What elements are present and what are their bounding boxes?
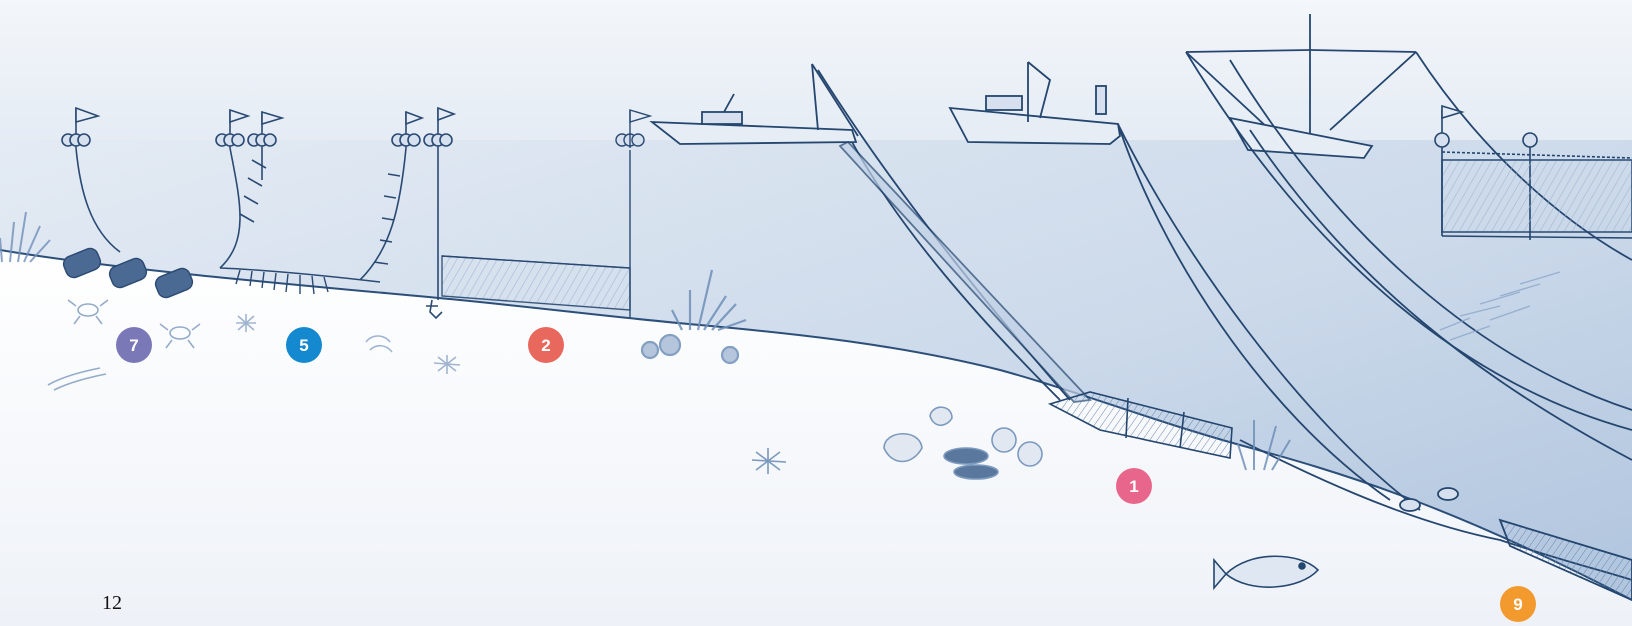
- marker-7: 7: [116, 327, 152, 363]
- marker-9: 9: [1500, 586, 1536, 622]
- marker-2-label: 2: [541, 337, 550, 354]
- page-number: 12: [102, 592, 122, 615]
- marker-2: 2: [528, 327, 564, 363]
- marker-5: 5: [286, 327, 322, 363]
- marker-1: 1: [1116, 468, 1152, 504]
- marker-7-label: 7: [129, 337, 138, 354]
- marker-5-label: 5: [299, 337, 308, 354]
- marker-9-label: 9: [1513, 596, 1522, 613]
- sky: [0, 0, 1632, 150]
- marker-1-label: 1: [1129, 478, 1138, 495]
